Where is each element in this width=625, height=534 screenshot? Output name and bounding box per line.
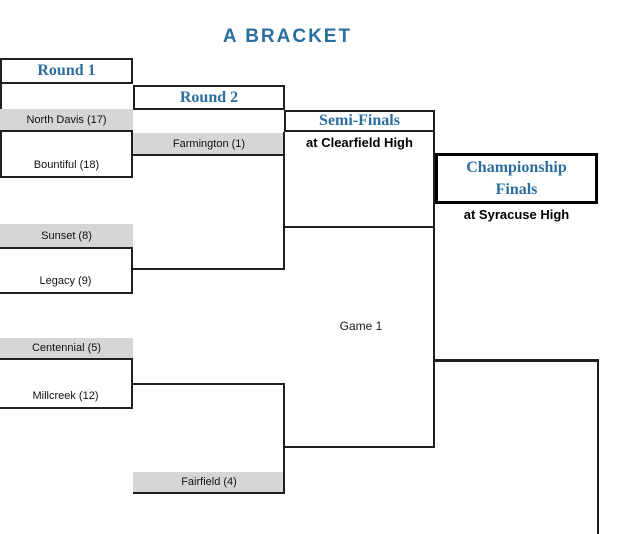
team-cell-centennial: Centennial (5) (0, 338, 133, 360)
round1-header: Round 1 (0, 58, 133, 84)
team-label: Sunset (8) (41, 229, 92, 242)
connector-round2-bottom-vertical (283, 383, 285, 494)
team-cell-farmington: Farmington (1) (133, 133, 285, 156)
connector-final-vertical (597, 359, 599, 534)
team-label: Fairfield (4) (181, 476, 237, 488)
team-label: Legacy (9) (39, 275, 92, 287)
round2-header: Round 2 (133, 85, 285, 110)
connector-championship-entry (435, 359, 599, 362)
team-cell-sunset: Sunset (8) (0, 224, 133, 249)
team-label: Centennial (5) (31, 342, 102, 354)
connector-match3-winner (133, 383, 285, 385)
team-cell-north-davis: North Davis (17) (0, 109, 133, 132)
connector-semifinal-bottom-entry (283, 446, 435, 448)
connector-match2-winner (133, 268, 285, 270)
championship-header: Championship Finals (435, 153, 598, 204)
semifinals-header: Semi-Finals (284, 110, 435, 132)
championship-venue-label: at Syracuse High (463, 207, 570, 222)
connector-semifinal-top-entry (283, 226, 435, 228)
semifinals-venue-label: at Clearfield High (306, 135, 413, 150)
team-label: Millcreek (12) (32, 390, 99, 402)
team-label: Farmington (1) (172, 137, 246, 150)
team-cell-legacy: Legacy (9) (0, 249, 133, 294)
championship-line2: Finals (495, 180, 538, 198)
page-title: A BRACKET (222, 26, 353, 47)
game1-label: Game 1 (339, 319, 383, 333)
team-cell-bountiful: Bountiful (18) (0, 132, 133, 178)
team-cell-millcreek: Millcreek (12) (0, 360, 133, 409)
connector-round2-top-vertical (283, 132, 285, 270)
championship-line1: Championship (466, 158, 567, 176)
team-cell-fairfield: Fairfield (4) (133, 472, 285, 494)
team-label: Bountiful (18) (33, 159, 100, 171)
connector-semifinal-vertical (433, 132, 435, 448)
team-label: North Davis (17) (26, 113, 107, 126)
